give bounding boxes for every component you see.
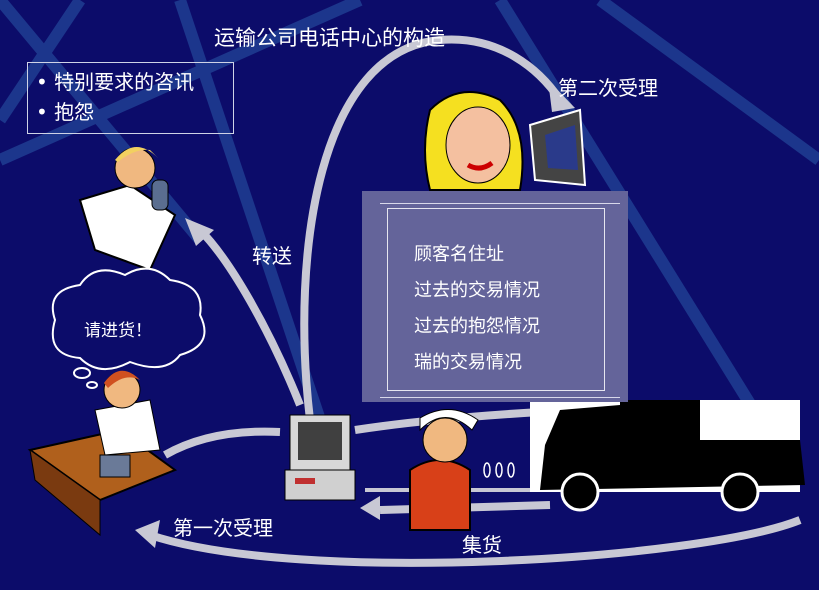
operator-desk-illustration <box>27 370 178 537</box>
customer-info-box: 顾客名住址 过去的交易情况 过去的抱怨情况 瑞的交易情况 <box>362 191 628 402</box>
thought-cloud <box>51 267 206 389</box>
info-item: 顾客名住址 <box>414 244 504 265</box>
slide-title: 运输公司电话中心的构造 <box>214 26 445 50</box>
driver-illustration <box>409 409 515 531</box>
label-pickup: 集货 <box>462 533 502 557</box>
divider <box>380 397 620 398</box>
label-transfer: 转送 <box>252 244 292 268</box>
divider <box>380 203 620 204</box>
info-frame <box>387 208 605 391</box>
callout-item: 特别要求的咨讯 <box>36 67 233 97</box>
info-item: 瑞的交易情况 <box>414 352 522 373</box>
truck-illustration <box>530 400 805 512</box>
callout-box: 特别要求的咨讯 抱怨 <box>27 62 234 134</box>
cloud-text: 请进货！ <box>84 321 152 341</box>
info-item: 过去的交易情况 <box>414 280 540 301</box>
label-second-accept: 第二次受理 <box>558 76 658 100</box>
info-item: 过去的抱怨情况 <box>414 316 540 337</box>
callout-item: 抱怨 <box>36 97 233 127</box>
computer-illustration <box>284 414 356 501</box>
operator-top-illustration <box>78 146 177 272</box>
woman-caller-illustration <box>424 91 587 191</box>
label-first-accept: 第一次受理 <box>173 516 273 540</box>
